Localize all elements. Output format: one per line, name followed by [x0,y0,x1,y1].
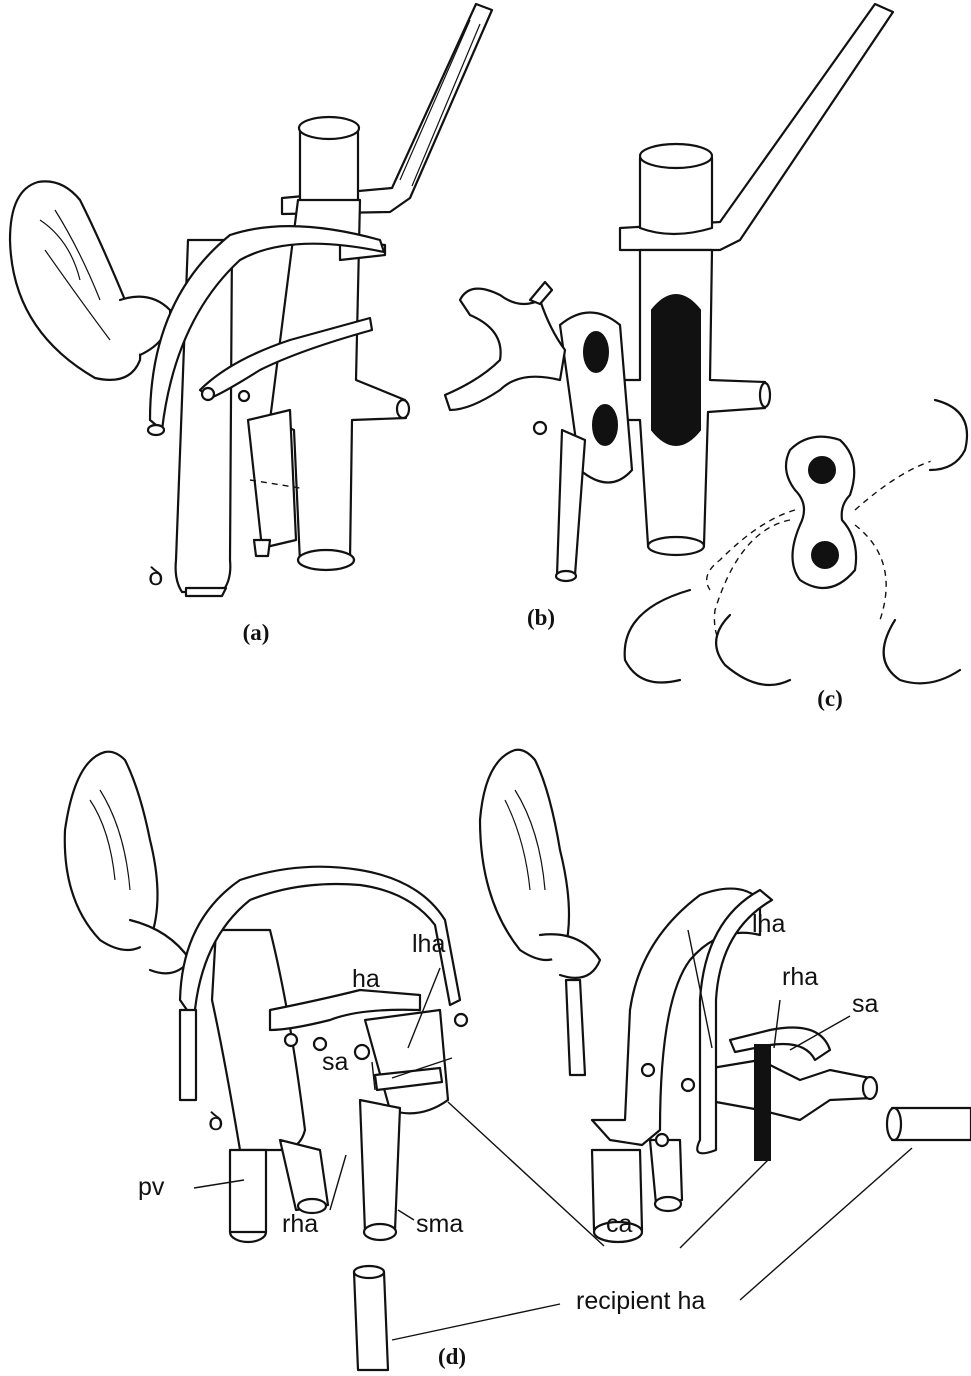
recipient-ha-left [354,1266,388,1370]
panel-d-left-drawing: ꝺ [65,752,467,1370]
label-rha-left: rha [282,1210,318,1238]
sign-glyph-a: ꝺ [148,562,164,592]
label-sma: sma [416,1210,463,1238]
aorta-opened-b [620,250,770,555]
recipient-ha-right [887,1108,971,1140]
label-ha: ha [352,965,380,993]
aorta-cuff-a [299,117,359,206]
caption-c: (c) [817,686,843,711]
label-sa-right: sa [852,990,879,1018]
label-pv: pv [138,1173,165,1201]
sign-glyph-d: ꝺ [208,1107,224,1137]
aorta-cuff-b [640,144,712,234]
gallbladder-a [10,181,170,379]
portal-vein-d-left [212,930,328,1242]
vessels-d-right [566,889,877,1242]
label-ca: ca [606,1210,633,1238]
panel-d-right-drawing [480,750,971,1242]
gallbladder-d-left [65,752,190,974]
label-recipient-ha: recipient ha [576,1287,705,1315]
label-lha-right: lha [752,910,785,938]
celiac-patch-c [786,437,856,588]
panel-a-drawing: ꝺ [10,4,492,596]
label-sa-left: sa [322,1048,349,1076]
label-rha-right: rha [782,963,818,991]
caption-a: (a) [243,620,270,645]
caption-b: (b) [527,605,555,630]
gallbladder-d-right [480,750,600,978]
caption-d: (d) [438,1344,466,1369]
label-lha-left: lha [412,930,445,958]
